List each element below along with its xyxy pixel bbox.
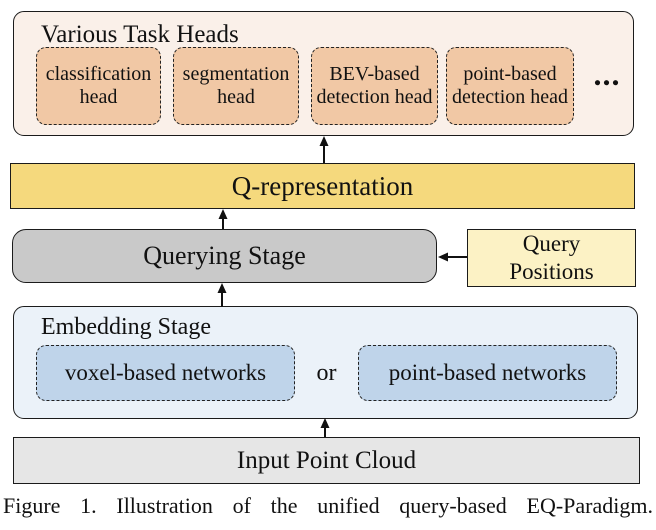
query-positions-box: Query Positions <box>467 229 636 287</box>
point-networks-label: point-based networks <box>388 360 587 385</box>
input-point-cloud-box: Input Point Cloud <box>13 437 640 484</box>
querying-stage-label: Querying Stage <box>143 241 306 270</box>
arrowhead-querying-to-qrep <box>218 209 228 219</box>
q-representation-box: Q-representation <box>10 163 635 209</box>
arrowhead-qrep-to-heads <box>319 136 329 146</box>
head-label-segmentation: segmentation head <box>182 63 290 108</box>
voxel-networks-box: voxel-based networks <box>36 345 295 401</box>
q-representation-label: Q-representation <box>231 170 414 201</box>
head-label-point-detection: point-based detection head <box>451 63 569 108</box>
head-box-segmentation: segmentation head <box>173 47 299 125</box>
head-label-classification: classification head <box>45 63 152 108</box>
task-heads-title: Various Task Heads <box>41 21 239 48</box>
ellipsis: ... <box>593 55 621 92</box>
arrowhead-embedding-to-querying <box>217 283 227 293</box>
query-positions-label: Query Positions <box>509 230 594 284</box>
querying-stage-box: Querying Stage <box>12 229 437 283</box>
arrowhead-querypos-to-querying <box>438 252 448 262</box>
head-label-bev-detection: BEV-based detection head <box>316 63 433 108</box>
input-point-cloud-label: Input Point Cloud <box>236 446 417 474</box>
point-networks-box: point-based networks <box>358 345 617 401</box>
head-box-bev-detection: BEV-based detection head <box>311 47 438 125</box>
or-label: or <box>316 359 337 386</box>
arrowhead-input-to-embedding <box>320 418 330 428</box>
voxel-networks-label: voxel-based networks <box>64 360 267 385</box>
embedding-stage-title: Embedding Stage <box>41 314 211 340</box>
head-box-classification: classification head <box>36 47 161 125</box>
figure-caption: Figure 1. Illustration of the unified qu… <box>3 493 653 518</box>
task-heads-panel: Various Task Heads classification head s… <box>13 11 634 136</box>
head-box-point-detection: point-based detection head <box>446 47 574 125</box>
embedding-stage-panel: Embedding Stage voxel-based networks or … <box>13 306 638 419</box>
